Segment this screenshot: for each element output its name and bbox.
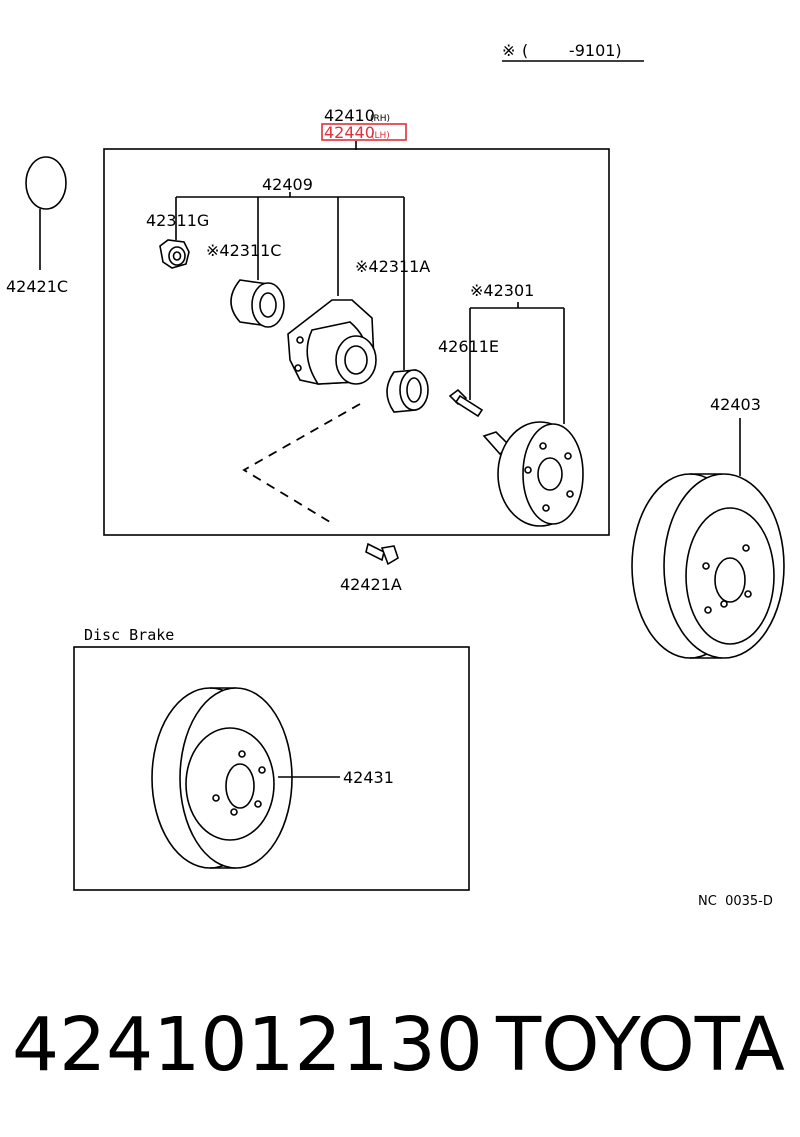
label-42421A: 42421A	[340, 575, 402, 594]
label-42311G: 42311G	[146, 211, 209, 230]
part-number: 4241012130	[12, 1002, 483, 1088]
note-mark: ※	[502, 41, 515, 60]
assembly-frame	[103, 148, 610, 536]
label-42611E: 42611E	[438, 337, 499, 356]
mount-outline	[242, 403, 361, 523]
note-range: ( -9101)	[522, 41, 622, 60]
label-42301: ※42301	[470, 281, 534, 300]
assembly-lh-side: (LH)	[371, 131, 390, 141]
assembly-lh-number: 42440	[324, 123, 375, 142]
hub-bolt-42611E	[448, 388, 484, 418]
nut-42311G	[159, 239, 190, 269]
label-42311C: ※42311C	[206, 241, 281, 260]
reference-code: NC 0035-D	[698, 894, 773, 909]
brand-name: TOYOTA	[495, 1002, 785, 1088]
bracket-42409	[175, 192, 405, 370]
label-42431: 42431	[343, 768, 394, 787]
o-ring-42421C	[25, 156, 67, 210]
label-42403: 42403	[710, 395, 761, 414]
bolt-42421A	[365, 542, 399, 566]
disc-brake-frame	[73, 646, 470, 891]
bearing-42311C	[230, 279, 285, 328]
label-42409: 42409	[262, 175, 313, 194]
highlight-box	[321, 123, 407, 141]
knuckle-42409	[287, 299, 377, 385]
brake-disc-42431	[151, 687, 293, 869]
brake-drum-42403	[631, 473, 785, 659]
label-42421C: 42421C	[6, 277, 68, 296]
assembly-rh-number: 42410	[324, 106, 375, 125]
assembly-rh-side: (RH)	[370, 114, 390, 124]
bracket-42301	[469, 302, 565, 424]
axle-hub-42301	[482, 421, 584, 527]
label-42311A: ※42311A	[355, 257, 430, 276]
disc-brake-title: Disc Brake	[84, 626, 174, 644]
seal-42311A	[386, 369, 429, 413]
